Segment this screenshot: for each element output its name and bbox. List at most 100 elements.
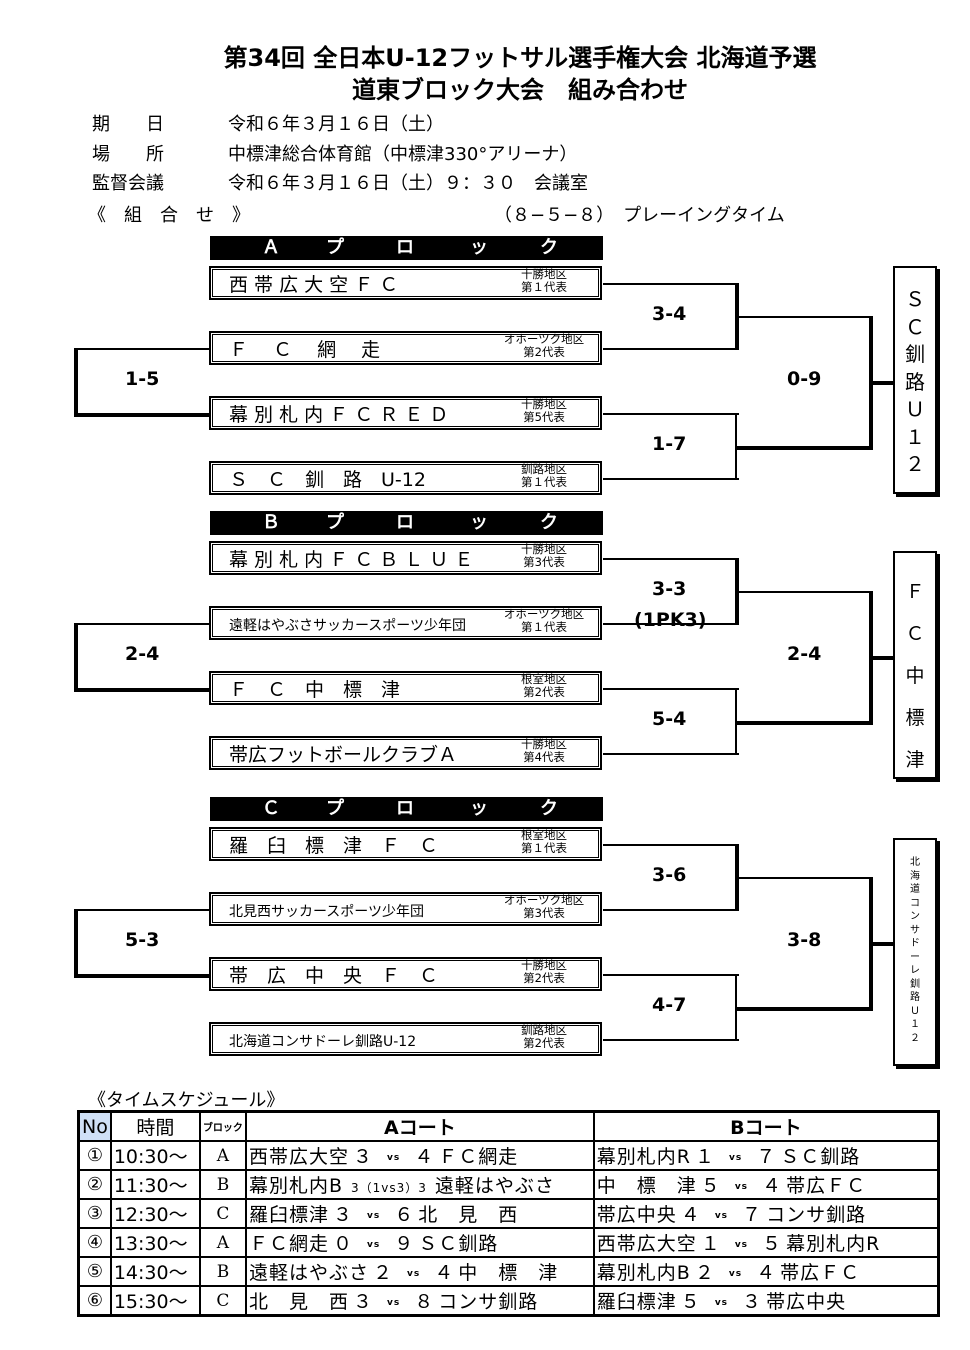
row-block-text: B — [216, 1261, 230, 1282]
bracket-line — [737, 316, 873, 318]
bracket-line — [737, 721, 873, 725]
winner-char: ー — [910, 951, 920, 963]
bracket-line — [737, 877, 873, 879]
b-home-score: １ — [700, 1233, 721, 1255]
team-name: 西 帯 広 大 空 Ｆ Ｃ — [229, 274, 399, 296]
row-time-text: 13:30〜 — [113, 1233, 188, 1255]
b-home: 幕別札内R — [596, 1146, 691, 1168]
row-block: C — [198, 1198, 247, 1229]
b-away-score: ７ — [756, 1146, 777, 1168]
b-away: 幕別札内R — [786, 1233, 881, 1255]
team-representative: オホーツク地区第3代表 — [490, 894, 598, 920]
bracket-line — [735, 413, 737, 480]
score-loser: 2-4 — [125, 643, 160, 665]
bracket-line — [603, 413, 739, 415]
b-away-score: ５ — [762, 1233, 783, 1255]
row-block-text: A — [216, 1145, 230, 1166]
winner-char: Ｕ — [905, 397, 925, 421]
a-home-score: ２ — [372, 1262, 393, 1284]
winner-char: Ｆ — [905, 581, 925, 603]
rep-rank: 第2代表 — [523, 685, 565, 699]
b-away-score: ３ — [742, 1291, 763, 1313]
team-box: 北見西サッカースポーツ少年団 オホーツク地区第3代表 — [209, 892, 602, 926]
a-home-score: ０ — [332, 1233, 353, 1255]
winner-char: ド — [910, 938, 920, 949]
a-away: 北 見 西 — [418, 1204, 519, 1226]
winner-char: 路 — [905, 369, 925, 394]
bracket-line — [75, 974, 209, 978]
b-away: 帯広中央 — [766, 1291, 847, 1313]
a-home: 西帯広大空 — [248, 1146, 349, 1168]
rep-rank: 第2代表 — [523, 345, 565, 359]
row-no-text: ⑥ — [86, 1290, 103, 1311]
meeting-label: 監督会議 — [92, 173, 164, 194]
header-b-court: Bコート — [592, 1110, 940, 1142]
a-away-score: ６ — [394, 1204, 415, 1226]
row-block: B — [198, 1256, 247, 1287]
a-away: ＳＣ釧路 — [418, 1233, 499, 1255]
bracket-line — [871, 656, 895, 660]
score-semi-1: 3-4 — [652, 303, 687, 325]
row-block: B — [198, 1169, 247, 1200]
b-home: 羅臼標津 — [596, 1291, 677, 1313]
team-box: 遠軽はやぶさサッカースポーツ少年団オホーツク地区第１代表 — [209, 606, 602, 640]
block-header-char: Ｂ — [262, 512, 280, 533]
row-block: A — [198, 1227, 247, 1258]
bracket-line — [74, 909, 78, 978]
rep-rank: 第１代表 — [521, 841, 567, 855]
bracket-line — [603, 348, 739, 350]
team-name: 北見西サッカースポーツ少年団 — [229, 904, 425, 920]
winner-char: ン — [910, 911, 920, 922]
row-time-text: 10:30〜 — [113, 1146, 188, 1168]
score-final: 2-4 — [787, 643, 822, 665]
a-away: 遠軽はやぶさ — [434, 1175, 555, 1197]
bracket-line — [74, 623, 78, 692]
row-block: A — [198, 1140, 247, 1171]
row-time-text: 11:30〜 — [113, 1175, 188, 1197]
block-header-char: プ — [326, 798, 344, 819]
rep-rank: 第2代表 — [523, 971, 565, 985]
score-semi-2: 1-7 — [652, 433, 687, 455]
team-representative: 釧路地区第１代表 — [490, 463, 598, 489]
b-home: 西帯広大空 — [596, 1233, 697, 1255]
team-representative: オホーツク地区第2代表 — [490, 333, 598, 359]
team-name: Ｓ Ｃ 釧 路 U-12 — [229, 469, 426, 491]
b-away-score: ４ — [762, 1175, 783, 1197]
date-value: 令和６年３月１６日（土） — [228, 114, 444, 135]
bracket-line — [603, 623, 739, 625]
block-header-char: プ — [326, 512, 344, 533]
header-time: 時間 — [109, 1110, 201, 1142]
bracket-line — [75, 688, 209, 692]
rep-rank: 第3代表 — [523, 555, 565, 569]
a-home: 北 見 西 — [248, 1291, 349, 1313]
bracket-line — [603, 1039, 739, 1041]
vs-mark: vs — [386, 1152, 401, 1163]
row-time: 13:30〜 — [109, 1227, 201, 1258]
rep-rank: 第１代表 — [521, 620, 567, 634]
bracket-line — [603, 974, 739, 976]
b-away-score: ４ — [756, 1262, 777, 1284]
bracket-line — [737, 1007, 873, 1011]
team-box: Ｆ Ｃ 中 標 津根室地区第2代表 — [209, 671, 602, 705]
vs-mark: vs — [714, 1297, 729, 1308]
rep-region: 釧路地区 — [521, 462, 567, 476]
page-subtitle: 道東ブロック大会 組み合わせ — [352, 76, 688, 104]
row-no-text: ③ — [86, 1203, 103, 1224]
team-name: Ｆ Ｃ 中 標 津 — [229, 679, 401, 701]
winner-char: １ — [910, 1019, 920, 1030]
a-home: 羅臼標津 — [248, 1204, 329, 1226]
a-home: 遠軽はやぶさ — [248, 1262, 369, 1284]
header-a-court: Aコート — [244, 1110, 595, 1142]
team-name: 幕 別 札 内 Ｆ Ｃ Ｂ Ｌ Ｕ Ｅ — [229, 549, 474, 571]
score-final: 0-9 — [787, 368, 822, 390]
